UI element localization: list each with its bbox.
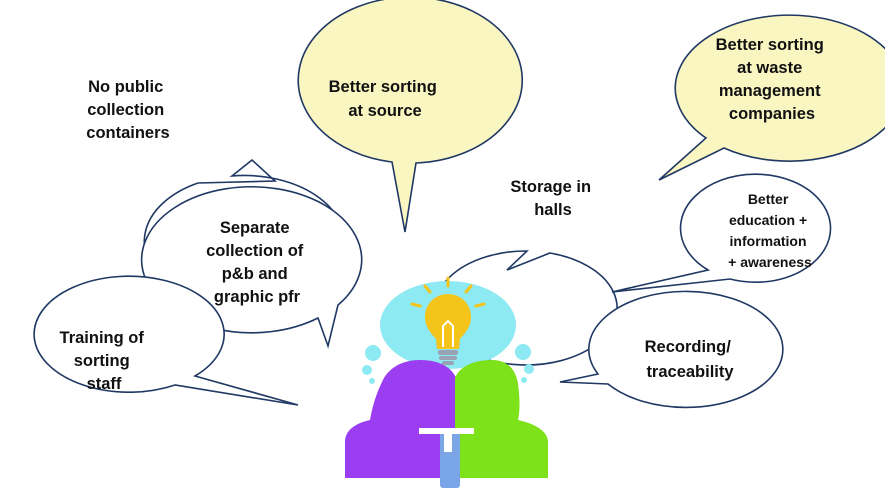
decor-dot (524, 364, 534, 374)
decor-dot (521, 377, 527, 383)
bubble-text: Better sorting at source (329, 78, 442, 120)
bubble-line: Storage in (510, 178, 591, 196)
bulb-base-shape (442, 361, 454, 365)
bulb-base-shape (439, 356, 457, 360)
bubble-line: information (730, 233, 807, 249)
bubble-line: collection (87, 101, 164, 119)
bulb-filament (442, 319, 454, 347)
stand-shape (419, 428, 474, 452)
bubble-line: sorting (74, 352, 130, 370)
bubble-text: Better sorting at waste management compa… (716, 36, 829, 123)
bubble-line: Separate (220, 219, 290, 237)
bubble-line: graphic pfr (214, 288, 301, 306)
decor-dot (369, 378, 375, 384)
bubble-line: traceability (646, 363, 734, 381)
decor-dot (362, 365, 372, 375)
bubble-line: p&b and (222, 265, 288, 283)
bubble-line: Better sorting (329, 78, 437, 96)
decor-dot (515, 344, 531, 360)
bubble-line: management (719, 82, 821, 100)
bubble-sorting-at-waste-companies: Better sorting at waste management compa… (658, 14, 885, 181)
bubble-text: Recording/ traceability (645, 338, 736, 381)
bubble-line: Better sorting (716, 36, 824, 54)
speech-bubble-shape (559, 290, 784, 409)
bubble-line: education + (729, 212, 807, 228)
bubble-text: Better education + information + awarene… (728, 191, 812, 270)
bubble-line: collection of (206, 242, 304, 260)
right-head-shape (455, 360, 548, 478)
bubble-line: at waste (737, 59, 802, 77)
bubble-text: No public collection containers (86, 78, 169, 142)
decor-dot (365, 345, 381, 361)
bubble-line: containers (86, 124, 169, 142)
bubble-text: Training of sorting staff (60, 329, 149, 393)
speech-bubble-shape (611, 173, 832, 293)
bubble-training-sorting-staff: Training of sorting staff (33, 275, 299, 406)
speech-bubble-shape (297, 0, 523, 233)
speech-bubble-shape (33, 275, 299, 406)
two-heads-lightbulb-icon (345, 276, 548, 488)
left-head-shape (345, 360, 456, 478)
bubble-text: Separate collection of p&b and graphic p… (206, 219, 308, 306)
bubble-education-information: Better education + information + awarene… (611, 173, 832, 293)
bulb-rays (410, 276, 486, 308)
bubble-text: Storage in halls (510, 178, 595, 219)
bubble-sorting-at-source: Better sorting at source (297, 0, 523, 233)
bubble-line: at source (348, 102, 421, 120)
bubble-recording-traceability: Recording/ traceability (559, 290, 784, 409)
bubble-line: No public (88, 78, 163, 96)
bubble-line: Recording/ (645, 338, 732, 356)
bulb-base-shape (438, 350, 458, 355)
speech-bubble-shape (658, 14, 885, 181)
bubble-line: staff (87, 375, 122, 393)
bubble-line: Better (748, 191, 789, 207)
bubble-line: Training of (60, 329, 145, 347)
bubble-line: halls (534, 201, 572, 219)
bubble-line: + awareness (728, 254, 812, 270)
bubble-line: companies (729, 105, 815, 123)
